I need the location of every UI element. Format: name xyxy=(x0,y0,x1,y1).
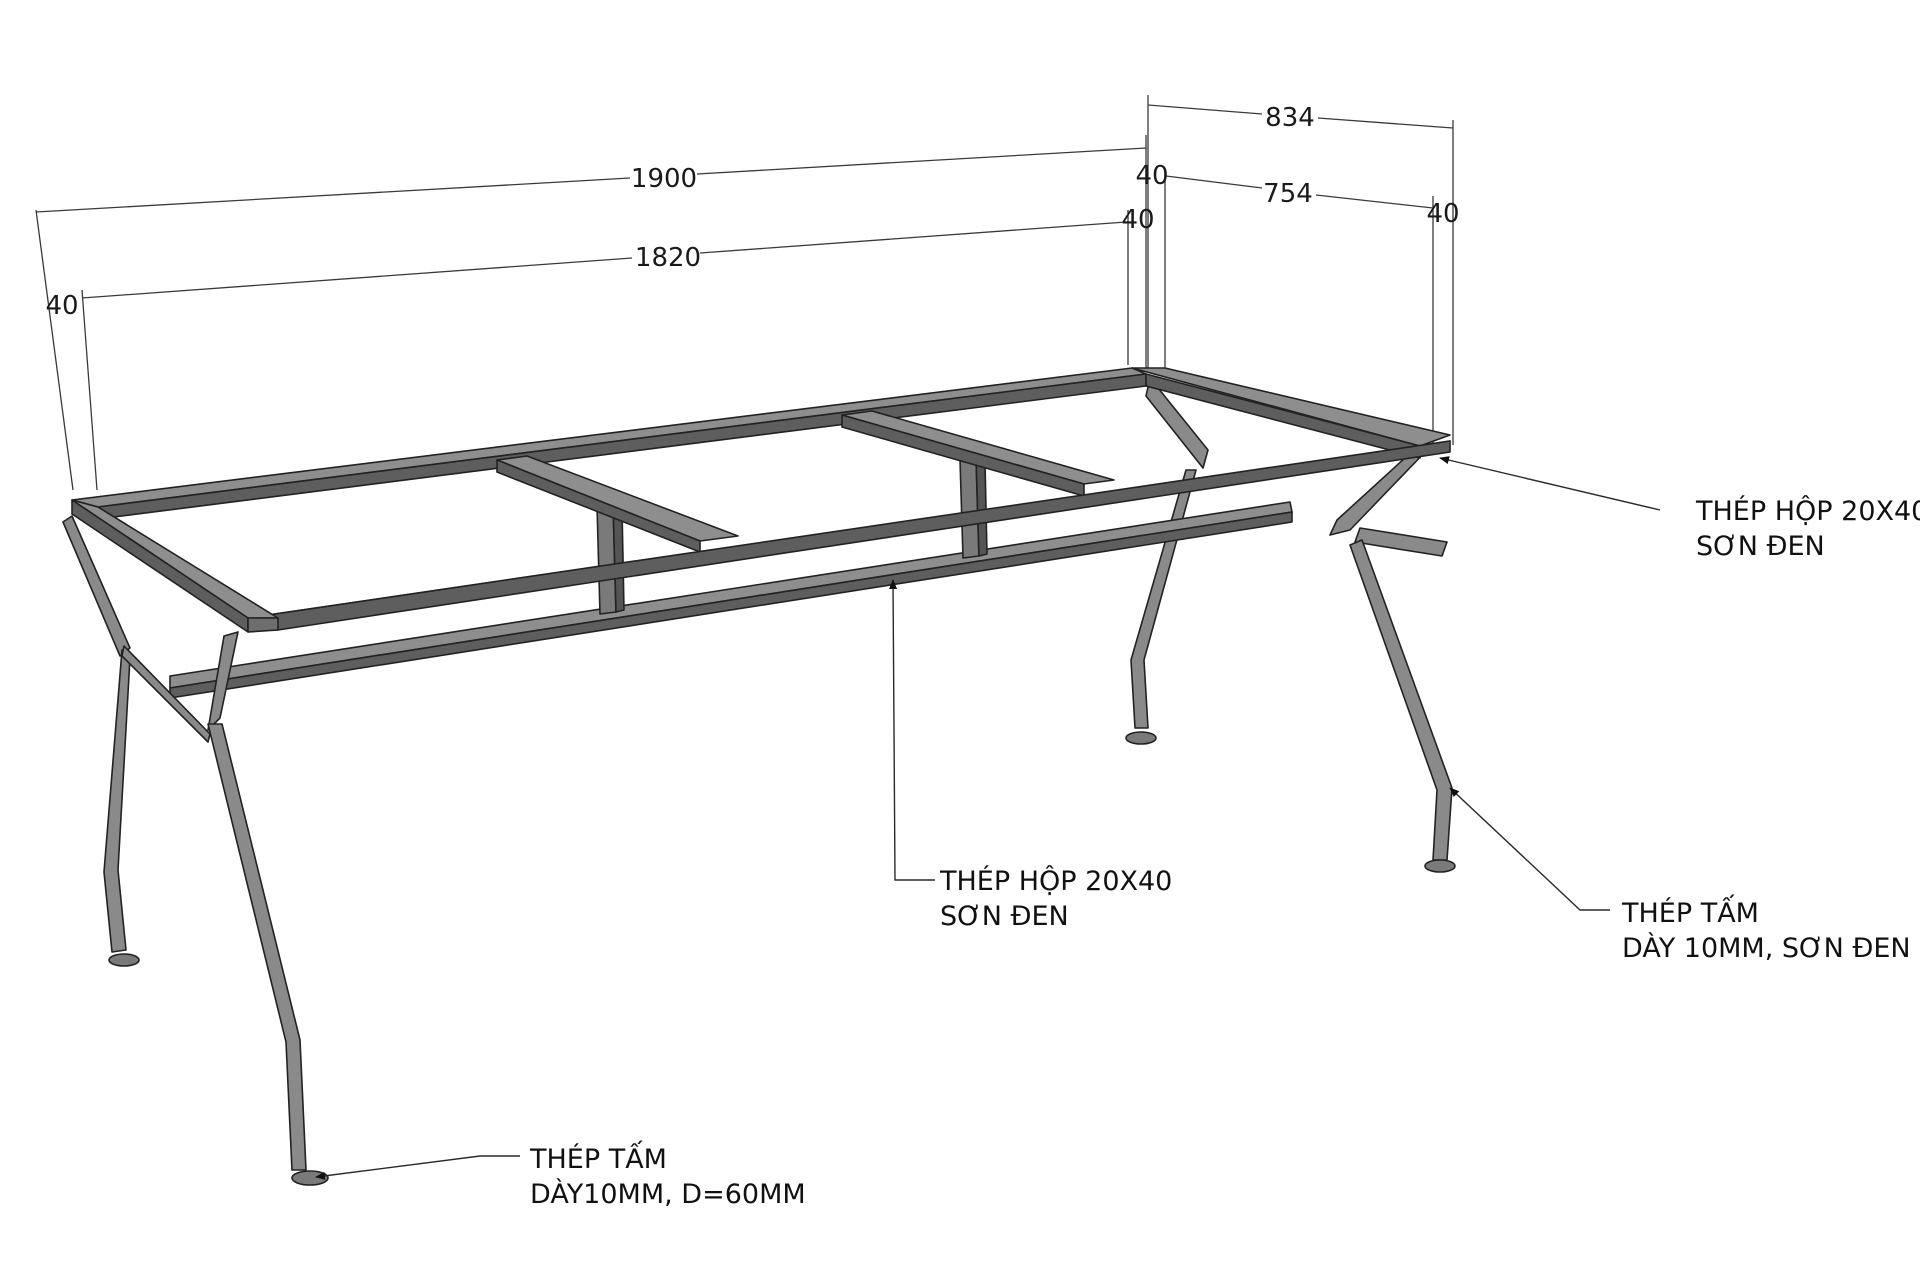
callout-stretcher-line2: SƠN ĐEN xyxy=(940,901,1069,932)
foot-plate-front-right xyxy=(291,1170,329,1186)
dim-right-offset: 40 xyxy=(1121,205,1154,235)
callout-leg-plate: THÉP TẤM DÀY 10MM, SƠN ĐEN xyxy=(1621,894,1911,964)
leg-plate-front-left xyxy=(62,515,131,657)
top-frame xyxy=(71,367,1451,633)
dimension-lines xyxy=(35,95,1454,491)
dim-inner-length: 1820 xyxy=(635,243,701,273)
dim-left-offset: 40 xyxy=(45,291,78,321)
center-posts xyxy=(596,457,988,615)
callout-leg-plate-line2: DÀY 10MM, SƠN ĐEN xyxy=(1622,932,1911,964)
stretcher-bar xyxy=(169,501,1293,699)
back-left-leg xyxy=(1125,377,1209,745)
callout-top-frame-line1: THÉP HỘP 20X40 xyxy=(1695,495,1920,527)
callout-foot-plate-line2: DÀY10MM, D=60MM xyxy=(530,1178,806,1210)
callout-leg-plate-line1: THÉP TẤM xyxy=(1621,894,1759,929)
dim-overall-width: 834 xyxy=(1265,103,1315,133)
dim-width-offset-right: 40 xyxy=(1426,199,1459,229)
back-right-leg xyxy=(1329,445,1456,873)
dim-inner-width: 754 xyxy=(1263,179,1313,209)
callout-foot-plate: THÉP TẤM DÀY10MM, D=60MM xyxy=(529,1140,806,1210)
front-right-leg xyxy=(207,631,329,1186)
leg-plate-back-left xyxy=(1145,377,1209,469)
dimension-labels: 1900 1820 40 40 834 754 40 40 xyxy=(45,103,1459,321)
foot-plate-front-left xyxy=(108,953,140,967)
callout-stretcher-line1: THÉP HỘP 20X40 xyxy=(939,865,1172,897)
dim-width-offset-left: 40 xyxy=(1135,161,1168,191)
callout-stretcher: THÉP HỘP 20X40 SƠN ĐEN xyxy=(939,865,1172,932)
foot-plate-back-right xyxy=(1424,859,1456,873)
front-left-leg xyxy=(62,515,211,967)
callout-top-frame: THÉP HỘP 20X40 SƠN ĐEN xyxy=(1695,495,1920,562)
foot-plate-back-left xyxy=(1125,731,1157,745)
callout-leaders xyxy=(315,456,1661,1180)
dim-overall-length: 1900 xyxy=(631,164,697,194)
callout-top-frame-line2: SƠN ĐEN xyxy=(1696,531,1825,562)
callout-foot-plate-line1: THÉP TẤM xyxy=(529,1140,667,1175)
